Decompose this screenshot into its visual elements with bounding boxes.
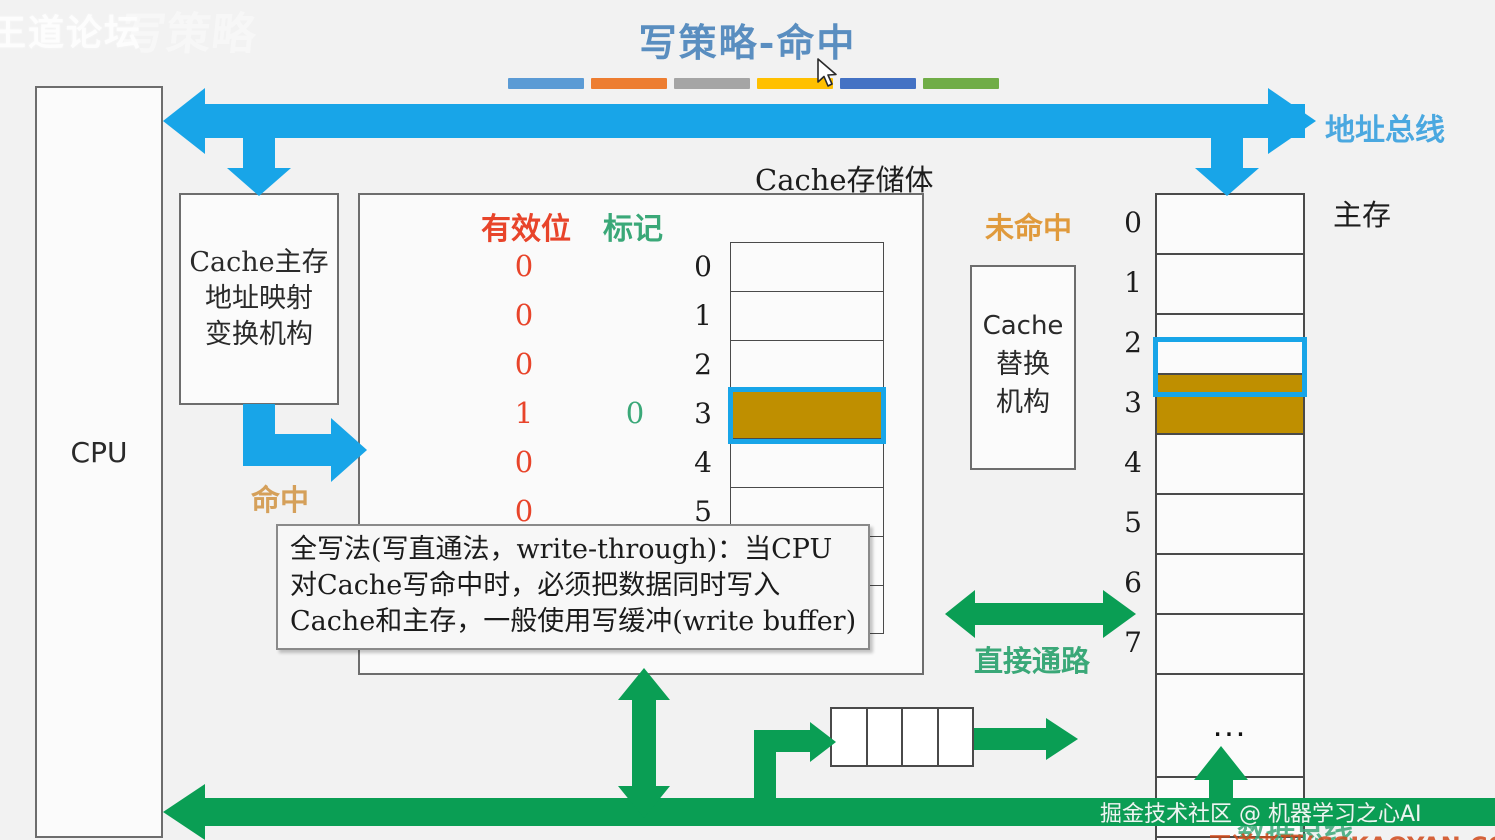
cache-tag-value	[580, 438, 690, 487]
miss-label: 未命中	[985, 211, 1073, 245]
cache-replacement-line-2: 替换	[996, 349, 1050, 380]
watermark-top-left: 王道论坛	[0, 13, 143, 54]
write-buffer-cell	[939, 709, 973, 765]
cache-row-index: 1	[694, 299, 712, 332]
address-bus-arrow	[163, 88, 1316, 196]
memory-row	[1157, 555, 1303, 615]
callout-line-3: Cache和主存，一般使用写缓冲(write buffer)	[290, 605, 857, 637]
cache-row-index: 5	[694, 495, 712, 528]
accent-bar-4	[757, 78, 833, 89]
memory-row-index: 1	[1124, 266, 1142, 299]
accent-bar-1	[508, 78, 584, 89]
databus-to-write-buffer-arrow	[754, 722, 836, 802]
page-title: 写策略-命中	[638, 20, 857, 65]
tag-header: 标记	[603, 212, 663, 247]
cache-tag-value	[580, 291, 690, 340]
cache-valid-bit: 0	[514, 298, 534, 332]
accent-bar-6	[923, 78, 999, 89]
memory-row-index: 222-1	[1098, 836, 1142, 840]
valid-bit-column: 0 0 0 1 0 0	[460, 242, 588, 634]
callout-line-2: 对Cache写命中时，必须把数据同时写入	[290, 569, 781, 601]
cache-row-index: 4	[694, 446, 712, 479]
memory-row	[1157, 615, 1303, 675]
memory-ellipsis: ...	[1212, 705, 1248, 744]
cache-valid-bit: 1	[514, 396, 534, 430]
memory-row-index	[1098, 673, 1142, 776]
cpu-block: CPU	[35, 86, 163, 838]
memory-row	[1157, 375, 1303, 435]
direct-path-label: 直接通路	[974, 644, 1091, 678]
address-mapping-unit: Cache主存 地址映射 变换机构	[179, 193, 339, 405]
cpu-label: CPU	[70, 436, 128, 469]
cache-line-row	[731, 390, 883, 439]
cache-valid-bit: 0	[514, 445, 534, 479]
write-buffer-to-memory-arrow	[974, 718, 1078, 760]
cache-index-column: 0 1 2 3 4 5	[686, 242, 720, 536]
cache-row-index: 2	[694, 348, 712, 381]
cache-tag-value	[580, 242, 690, 291]
address-mapping-line-1: Cache主存	[189, 247, 329, 278]
watermark-bottom-right: 掘金技术社区 @ 机器学习之心AI	[1100, 802, 1422, 827]
memory-row-index: 2	[1124, 326, 1142, 359]
cache-valid-bit: 0	[514, 347, 534, 381]
memory-row: ...	[1157, 675, 1303, 778]
write-buffer-cell	[903, 709, 939, 765]
memory-row	[1157, 495, 1303, 555]
cache-store-title: Cache存储体	[755, 163, 934, 197]
watermark-bottom-center: 王道考研(CSKAOYAN.COM	[1208, 826, 1495, 840]
memory-row	[1157, 315, 1303, 375]
main-memory-label: 主存	[1333, 198, 1392, 232]
accent-bar-3	[674, 78, 750, 89]
memory-row	[1157, 255, 1303, 315]
memory-row-index: 4	[1124, 446, 1142, 479]
memory-row-index: 5	[1124, 506, 1142, 539]
cache-line-row	[731, 439, 883, 488]
cache-row-index: 0	[694, 250, 712, 283]
mouse-cursor	[817, 58, 837, 87]
cache-row-index: 3	[694, 397, 712, 430]
cache-valid-bit: 0	[514, 249, 534, 283]
memory-row-index: 0	[1124, 206, 1142, 239]
cache-tag-value	[580, 340, 690, 389]
address-bus-label: 地址总线	[1325, 113, 1445, 148]
cache-replacement-unit: Cache 替换 机构	[970, 265, 1076, 470]
cache-valid-bit: 0	[514, 494, 534, 528]
cache-line-row	[731, 292, 883, 341]
address-mapping-line-2: 地址映射	[205, 283, 313, 314]
main-memory-grid: ...	[1155, 193, 1305, 840]
memory-row	[1157, 435, 1303, 495]
address-mapping-line-3: 变换机构	[205, 319, 313, 350]
memory-row	[1157, 778, 1303, 838]
cache-tag-value: 0	[625, 396, 645, 430]
cache-to-databus-double-arrow	[618, 668, 670, 818]
cache-line-row	[731, 243, 883, 292]
memory-row-index: 7	[1124, 626, 1142, 659]
hit-path-arrow	[243, 404, 367, 482]
write-buffer-cell	[832, 709, 868, 765]
callout-line-1: 全写法(写直通法，write-through)：当CPU	[290, 534, 833, 565]
memory-row-index: 6	[1124, 566, 1142, 599]
tag-column: 0	[580, 242, 690, 634]
write-buffer-cell	[868, 709, 903, 765]
accent-bar-2	[591, 78, 667, 89]
hit-label: 命中	[251, 483, 310, 517]
cache-replacement-line-3: 机构	[996, 387, 1050, 418]
cache-replacement-line-1: Cache	[982, 311, 1064, 341]
memory-row	[1157, 195, 1303, 255]
write-through-callout: 全写法(写直通法，write-through)：当CPU 对Cache写命中时，…	[276, 524, 870, 650]
memory-row-index: 3	[1124, 386, 1142, 419]
accent-bar-5	[840, 78, 916, 89]
cache-line-row	[731, 341, 883, 390]
title-accent-bars	[508, 78, 1008, 90]
valid-bit-header: 有效位	[481, 212, 571, 247]
write-buffer	[830, 707, 974, 767]
